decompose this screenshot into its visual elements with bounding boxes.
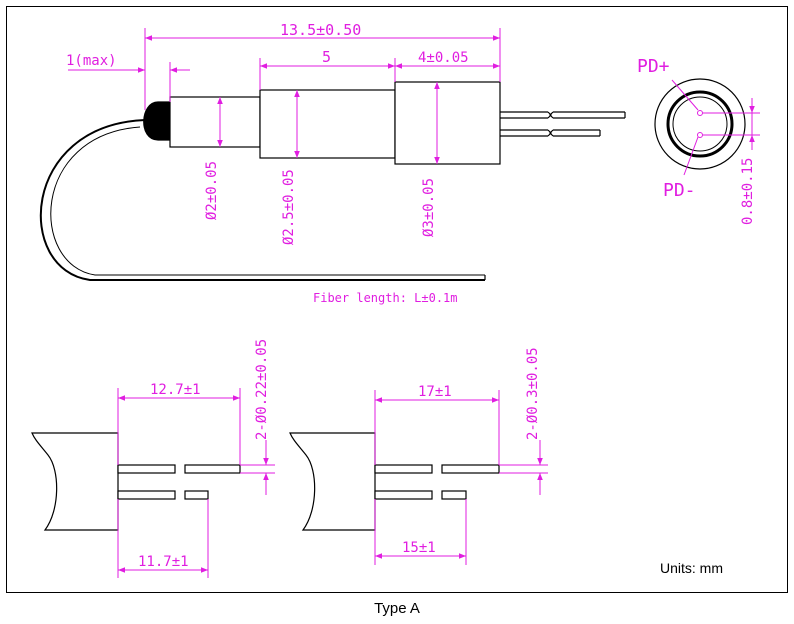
figure-caption: Type A: [374, 600, 420, 617]
top-dimensions: [68, 28, 501, 164]
dim-dia-rear: Ø3±0.05: [421, 178, 437, 237]
mid-cylinder: [259, 89, 396, 159]
left-detail: [31, 432, 241, 531]
rear-cylinder: [394, 81, 501, 165]
lens-tip: [143, 101, 171, 141]
pin-pd-plus: [697, 110, 703, 116]
dim-tip-max: 1(max): [66, 53, 117, 69]
drawing-frame: [6, 6, 788, 593]
tip-cylinder: [169, 96, 261, 148]
dim-dia-tip: Ø2±0.05: [204, 161, 220, 220]
right-detail-dimensions: [374, 390, 548, 565]
pd-minus-label: PD-: [663, 180, 696, 201]
pin-pd-minus: [697, 132, 703, 138]
fiber-length-label: Fiber length: L±0.1m: [313, 291, 458, 305]
photodiode-body: [39, 81, 626, 281]
pd-plus-label: PD+: [637, 56, 670, 77]
fiber-cable: [39, 119, 485, 281]
dim-left-pin-short: 11.7±1: [138, 554, 189, 570]
dim-pin-pitch: 0.8±0.15: [740, 158, 756, 225]
right-detail: [289, 432, 500, 531]
dim-mid-length: 5: [322, 48, 331, 66]
end-view: [654, 78, 746, 170]
dim-total-length: 13.5±0.50: [280, 21, 361, 39]
dim-rear-length: 4±0.05: [418, 50, 469, 66]
left-detail-dimensions: [117, 388, 275, 578]
end-view-dimensions: [671, 79, 760, 176]
dim-left-pin-dia: 2-Ø0.22±0.05: [254, 339, 270, 440]
dim-right-pin-long: 17±1: [418, 384, 452, 400]
dim-dia-mid: Ø2.5±0.05: [281, 169, 297, 245]
units-label: Units: mm: [660, 560, 723, 576]
dim-right-pin-dia: 2-Ø0.3±0.05: [525, 347, 541, 440]
dim-left-pin-long: 12.7±1: [150, 382, 201, 398]
dim-right-pin-short: 15±1: [402, 540, 436, 556]
leads: [500, 111, 626, 137]
